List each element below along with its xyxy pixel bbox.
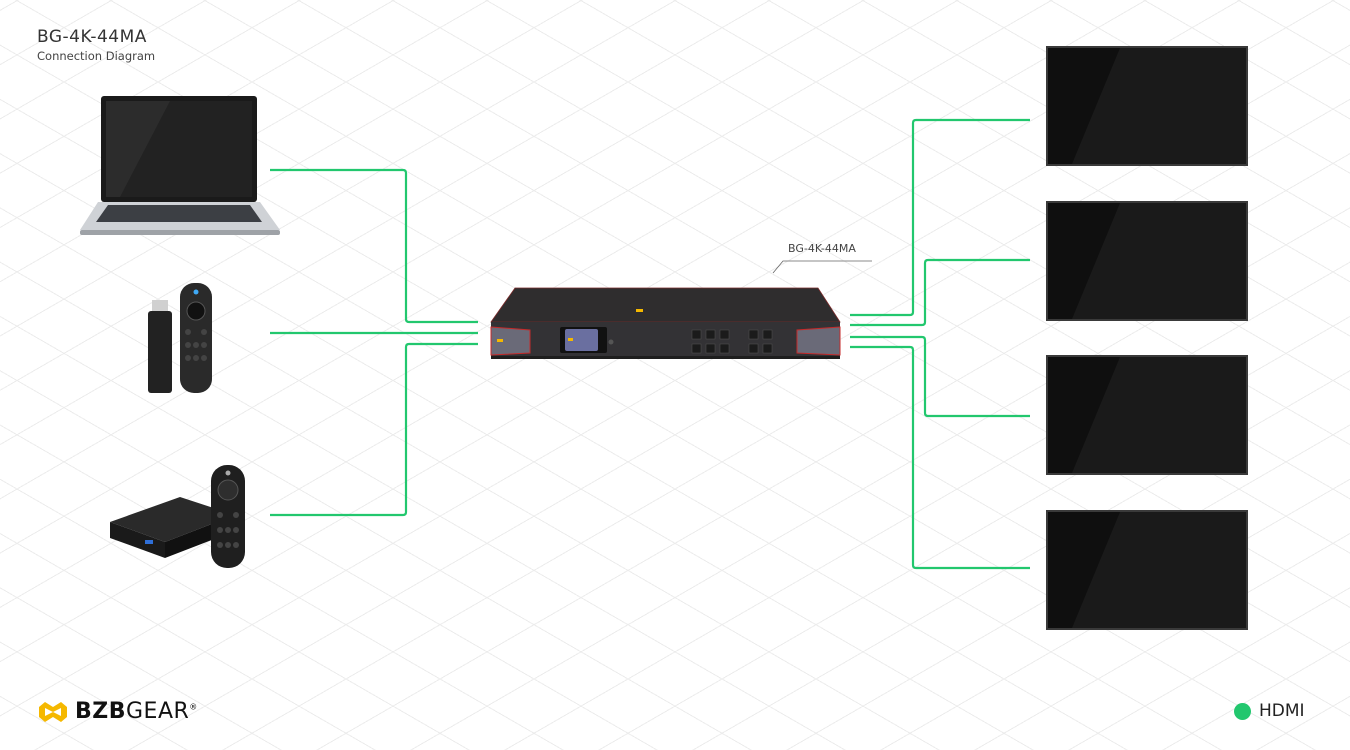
cable-out-4 [850,345,1030,570]
display-1 [1046,46,1248,166]
brand-logo: BZBGEAR® [37,699,198,724]
hdmi-cables [270,118,1030,570]
cable-out-3 [850,335,1030,418]
legend: HDMI [1234,701,1305,721]
streaming-stick-icon [148,283,212,393]
matrix-switcher [490,287,841,359]
cable-laptop [270,168,478,324]
page-subtitle: Connection Diagram [37,49,156,63]
laptop-icon [80,96,280,235]
bzbgear-logo-icon [39,701,67,722]
page-title: BG-4K-44MA [37,27,147,47]
brand-wordmark: BZBGEAR® [75,699,198,724]
legend-hdmi-swatch [1234,702,1251,720]
display-2 [1046,201,1248,321]
cable-out-2 [850,258,1030,327]
media-box-icon [110,465,245,568]
display-3 [1046,355,1248,475]
label-leader-line [772,260,872,274]
cable-mediabox [270,342,478,517]
legend-hdmi-label: HDMI [1259,701,1305,721]
device-label: BG-4K-44MA [788,242,856,255]
display-4 [1046,510,1248,630]
cable-out-1 [850,118,1030,317]
